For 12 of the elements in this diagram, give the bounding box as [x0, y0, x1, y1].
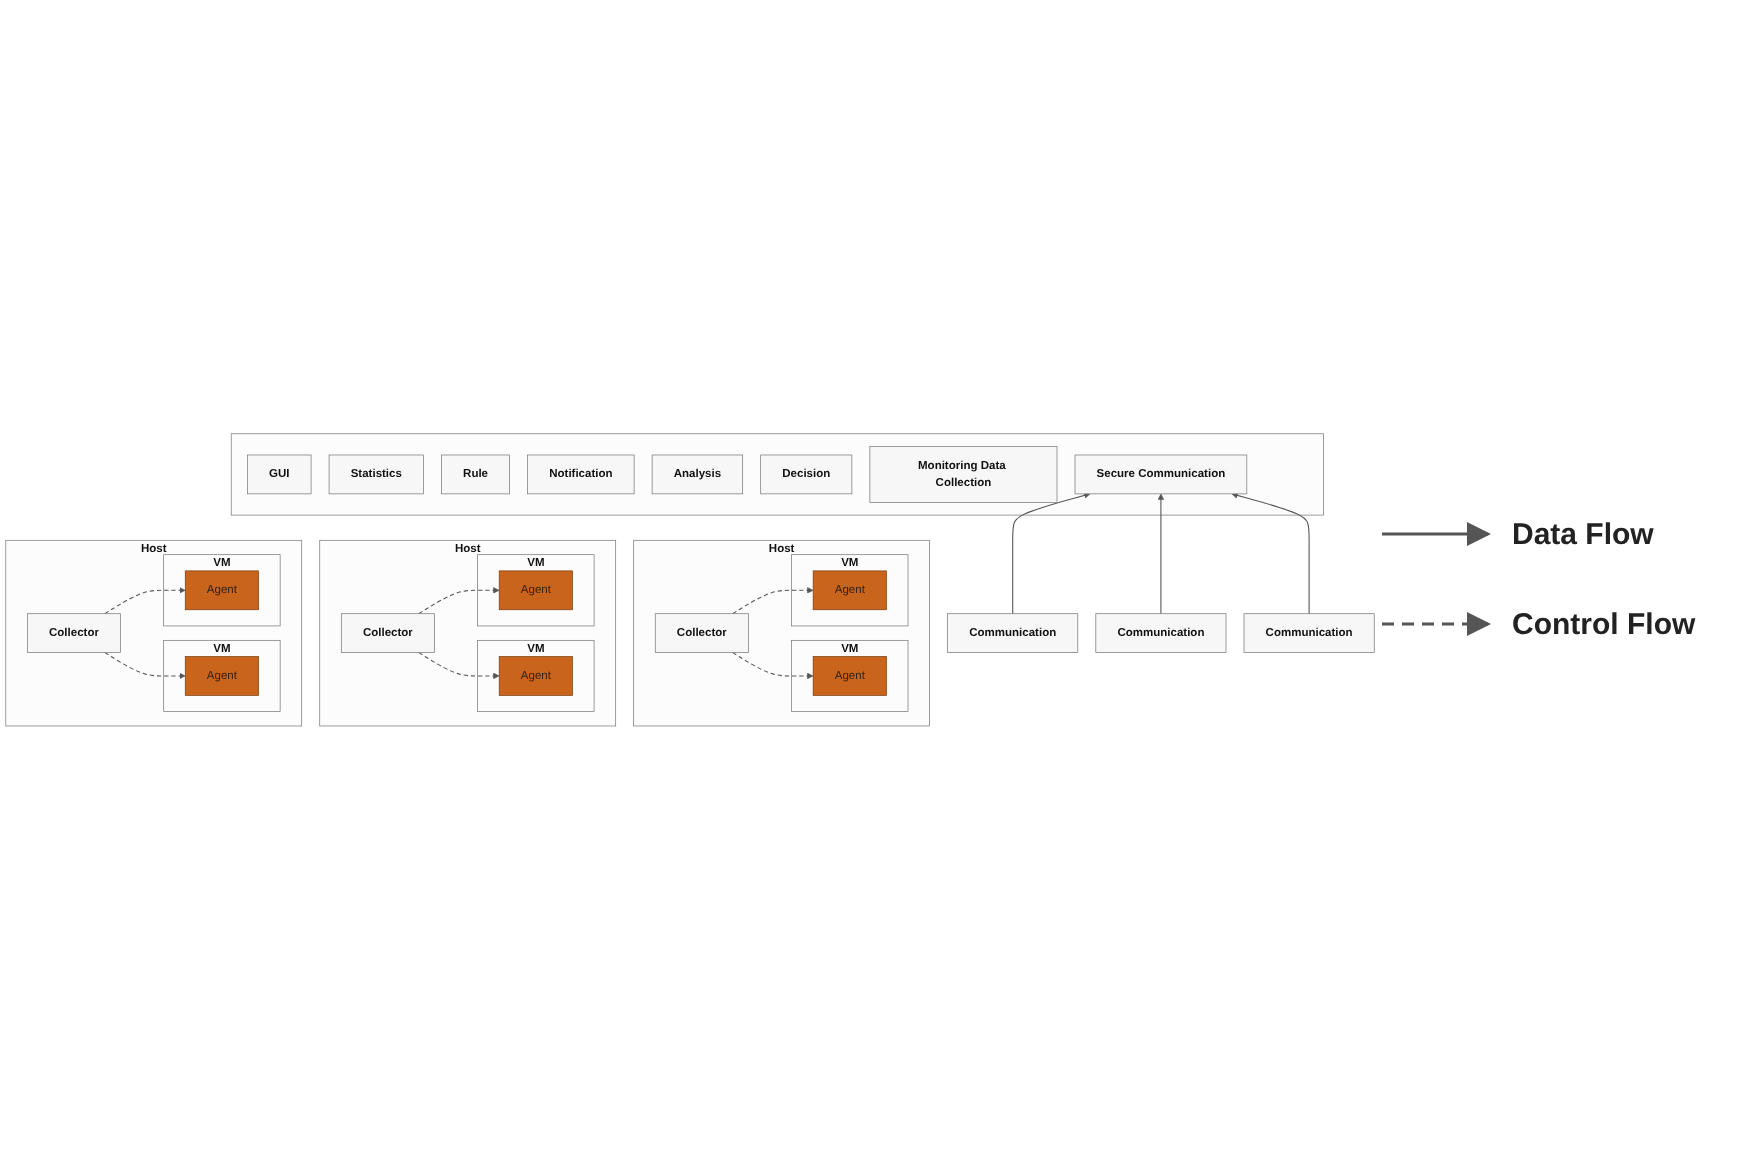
arrow [418, 651, 500, 679]
legend-text: Control Flow [1512, 607, 1696, 641]
cluster [230, 432, 1324, 515]
arrow [1157, 492, 1165, 614]
arrow [1012, 491, 1091, 614]
arrow [732, 651, 814, 679]
arrow [104, 651, 186, 679]
legend-text: Data Flow [1512, 517, 1654, 551]
arrow [732, 586, 814, 614]
arrow [418, 586, 500, 614]
arrow [104, 586, 186, 614]
arrow [1231, 491, 1310, 614]
